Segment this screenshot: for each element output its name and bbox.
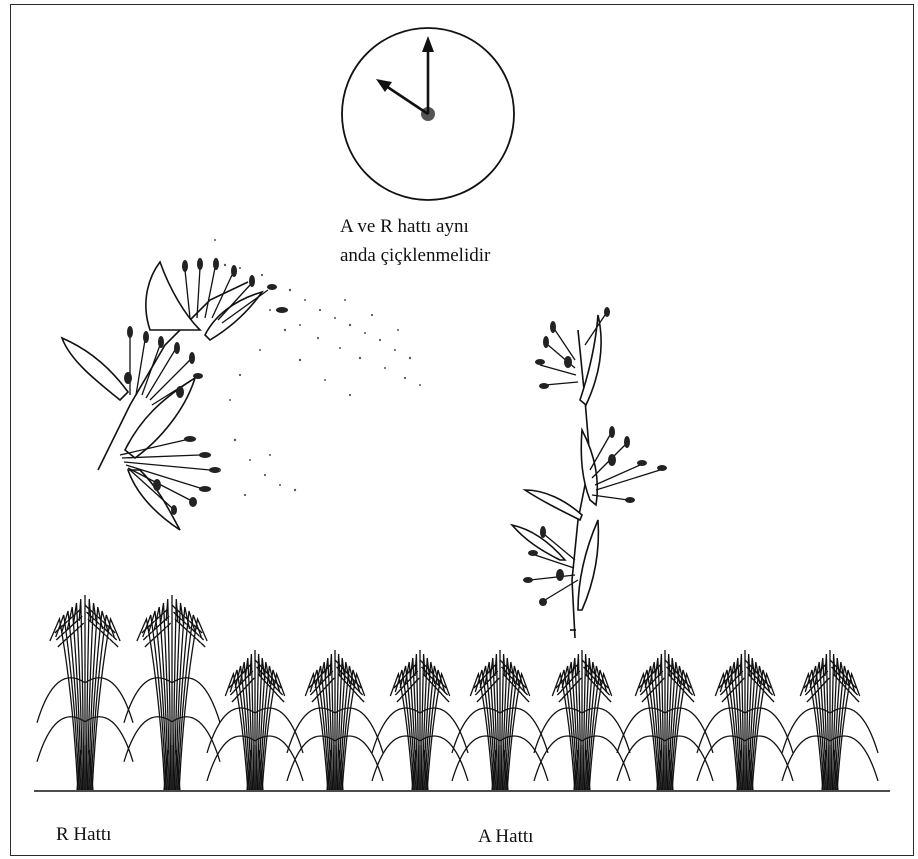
r-plant-1 <box>37 595 133 790</box>
receptive-panicle <box>512 307 667 638</box>
a-line-plants <box>207 650 878 790</box>
a-plant-8 <box>782 650 878 790</box>
r-line-plants <box>37 595 220 790</box>
a-plant-4 <box>452 650 548 790</box>
clock-icon <box>342 28 514 200</box>
synchrony-caption: A ve R hattı aynı anda çiçklenmelidir <box>340 212 490 270</box>
a-plant-6 <box>617 650 713 790</box>
a-line-label: A Hattı <box>478 826 533 848</box>
caption-line-2: anda çiçklenmelidir <box>340 241 490 270</box>
pollen-shedding-panicle <box>62 258 288 530</box>
a-plant-3 <box>372 650 468 790</box>
pollen-cloud <box>214 239 421 496</box>
a-plant-7 <box>697 650 793 790</box>
r-plant-2 <box>124 595 220 790</box>
a-plant-1 <box>207 650 303 790</box>
a-plant-5 <box>534 650 630 790</box>
a-plant-2 <box>287 650 383 790</box>
caption-line-1: A ve R hattı aynı <box>340 212 490 241</box>
r-line-label: R Hattı <box>56 824 111 846</box>
